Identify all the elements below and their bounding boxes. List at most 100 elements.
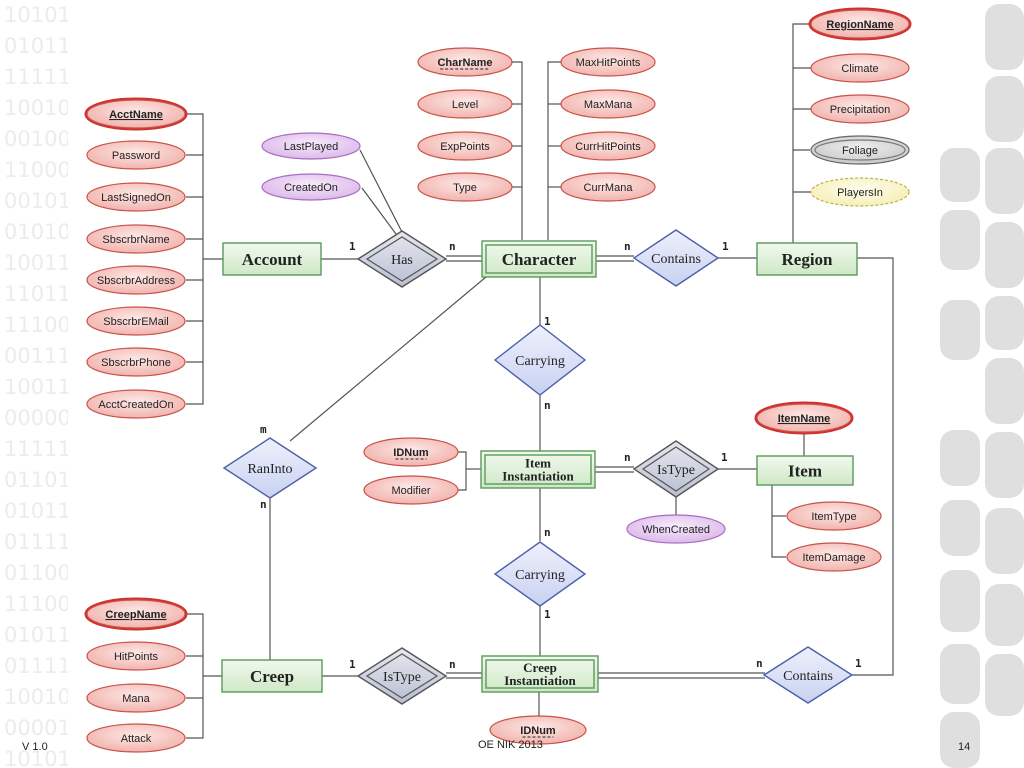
attr-creep-creepname: CreepName (84, 597, 188, 631)
svg-text:Modifier: Modifier (391, 485, 430, 497)
decor-block (985, 222, 1024, 288)
relationship-contains-region: Contains (632, 229, 720, 287)
attr-region-foliage: Foliage (810, 135, 910, 165)
binary-row: 00001 (4, 716, 71, 740)
binary-row: 11011 (4, 282, 71, 306)
decor-block (985, 432, 1024, 498)
svg-text:Character: Character (502, 250, 577, 269)
svg-text:IDNum: IDNum (393, 447, 429, 459)
svg-text:ExpPoints: ExpPoints (440, 141, 490, 153)
relationship-is-type-item: IsType (632, 440, 720, 498)
entity-character: Character (481, 240, 597, 278)
binary-row: 11111 (4, 437, 71, 461)
attr-region-playersin: PlayersIn (810, 177, 910, 207)
svg-text:HitPoints: HitPoints (114, 651, 159, 663)
decor-block (940, 500, 980, 556)
attr-account-password: Password (86, 140, 186, 170)
decor-block (985, 358, 1024, 424)
svg-text:Contains: Contains (651, 252, 701, 267)
binary-row: 01011 (4, 34, 71, 58)
svg-text:AcctCreatedOn: AcctCreatedOn (98, 399, 173, 411)
attr-region-precipitation: Precipitation (810, 94, 910, 124)
svg-text:RegionName: RegionName (826, 19, 893, 31)
svg-text:AcctName: AcctName (109, 109, 163, 121)
svg-text:Creep: Creep (523, 660, 557, 675)
binary-row: 00000 (4, 406, 71, 430)
binary-row: 11000 (4, 158, 71, 182)
binary-row: 10011 (4, 375, 71, 399)
attr-account-lastsignedon: LastSignedOn (86, 182, 186, 212)
svg-text:SbscrbrPhone: SbscrbrPhone (101, 357, 171, 369)
svg-text:Level: Level (452, 99, 478, 111)
relationship-ran-into: RanInto (222, 437, 318, 499)
relationship-carrying-2: Carrying (493, 541, 587, 607)
svg-text:SbscrbrAddress: SbscrbrAddress (97, 275, 176, 287)
binary-row: 01011 (4, 623, 71, 647)
cardinality-containscreep-region: 1 (855, 657, 862, 670)
attr-has-createdon: CreatedOn (261, 173, 361, 201)
cardinality-has-character: n (449, 240, 456, 253)
cardinality-containscreep-creepinst: n (756, 657, 763, 670)
binary-row: 01111 (4, 530, 71, 554)
cardinality-carrying1-item: n (544, 399, 551, 412)
relationship-has: Has (356, 230, 448, 288)
credit-label: OE NIK 2013 (478, 739, 543, 751)
entity-account: Account (222, 242, 322, 276)
cardinality-carrying2-iteminst: n (544, 526, 551, 539)
svg-text:Item: Item (788, 462, 822, 481)
attr-has-lastplayed: LastPlayed (261, 132, 361, 160)
svg-text:CreepName: CreepName (105, 609, 166, 621)
version-label: V 1.0 (22, 741, 48, 753)
relationship-is-type-creep: IsType (356, 647, 448, 705)
binary-row: 01011 (4, 499, 71, 523)
binary-row: 01101 (4, 468, 71, 492)
binary-row: 10101 (4, 3, 71, 27)
svg-text:CreatedOn: CreatedOn (284, 182, 338, 194)
svg-text:MaxMana: MaxMana (584, 99, 633, 111)
svg-text:Has: Has (391, 253, 413, 268)
svg-text:Foliage: Foliage (842, 145, 878, 157)
svg-text:MaxHitPoints: MaxHitPoints (576, 57, 641, 69)
svg-text:ItemDamage: ItemDamage (803, 552, 866, 564)
attr-iteminst-modifier: Modifier (363, 475, 459, 505)
svg-text:RanInto: RanInto (247, 462, 292, 477)
svg-text:ItemName: ItemName (778, 413, 831, 425)
entity-creep: Creep (221, 659, 323, 693)
cardinality-raninto-character: m (260, 423, 267, 436)
svg-text:Contains: Contains (783, 669, 833, 684)
connector-lines (186, 23, 894, 739)
decor-block (940, 148, 980, 202)
svg-text:Mana: Mana (122, 693, 150, 705)
attr-item-itemname: ItemName (754, 401, 854, 435)
svg-text:Creep: Creep (250, 667, 294, 686)
svg-text:Item: Item (525, 456, 551, 471)
binary-row: 10101 (4, 747, 71, 768)
cardinality-carrying1-character: 1 (544, 315, 551, 328)
svg-text:Carrying: Carrying (515, 354, 565, 369)
svg-text:SbscrbrEMail: SbscrbrEMail (103, 316, 168, 328)
decor-block (985, 296, 1024, 350)
decor-block (985, 654, 1024, 716)
decor-block (940, 300, 980, 360)
entity-item: Item (756, 455, 854, 486)
cardinality-carrying2-creepinst: 1 (544, 608, 551, 621)
svg-text:CurrMana: CurrMana (584, 182, 634, 194)
attr-creep-mana: Mana (86, 683, 186, 713)
binary-row: 10010 (4, 685, 71, 709)
attr-istype-whencreated: WhenCreated (626, 514, 726, 544)
attribute-nodes: AcctNamePasswordLastSignedOnSbscrbrNameS… (84, 7, 912, 753)
diagram-panel (68, 0, 930, 768)
attr-character-currmana: CurrMana (560, 172, 656, 202)
decor-block (940, 210, 980, 270)
binary-row: 01100 (4, 561, 71, 585)
svg-text:Password: Password (112, 150, 160, 162)
binary-row: 00100 (4, 127, 71, 151)
relationship-carrying-1: Carrying (493, 324, 587, 396)
attr-item-itemtype: ItemType (786, 501, 882, 531)
binary-row: 11100 (4, 313, 71, 337)
attr-character-type: Type (417, 172, 513, 202)
